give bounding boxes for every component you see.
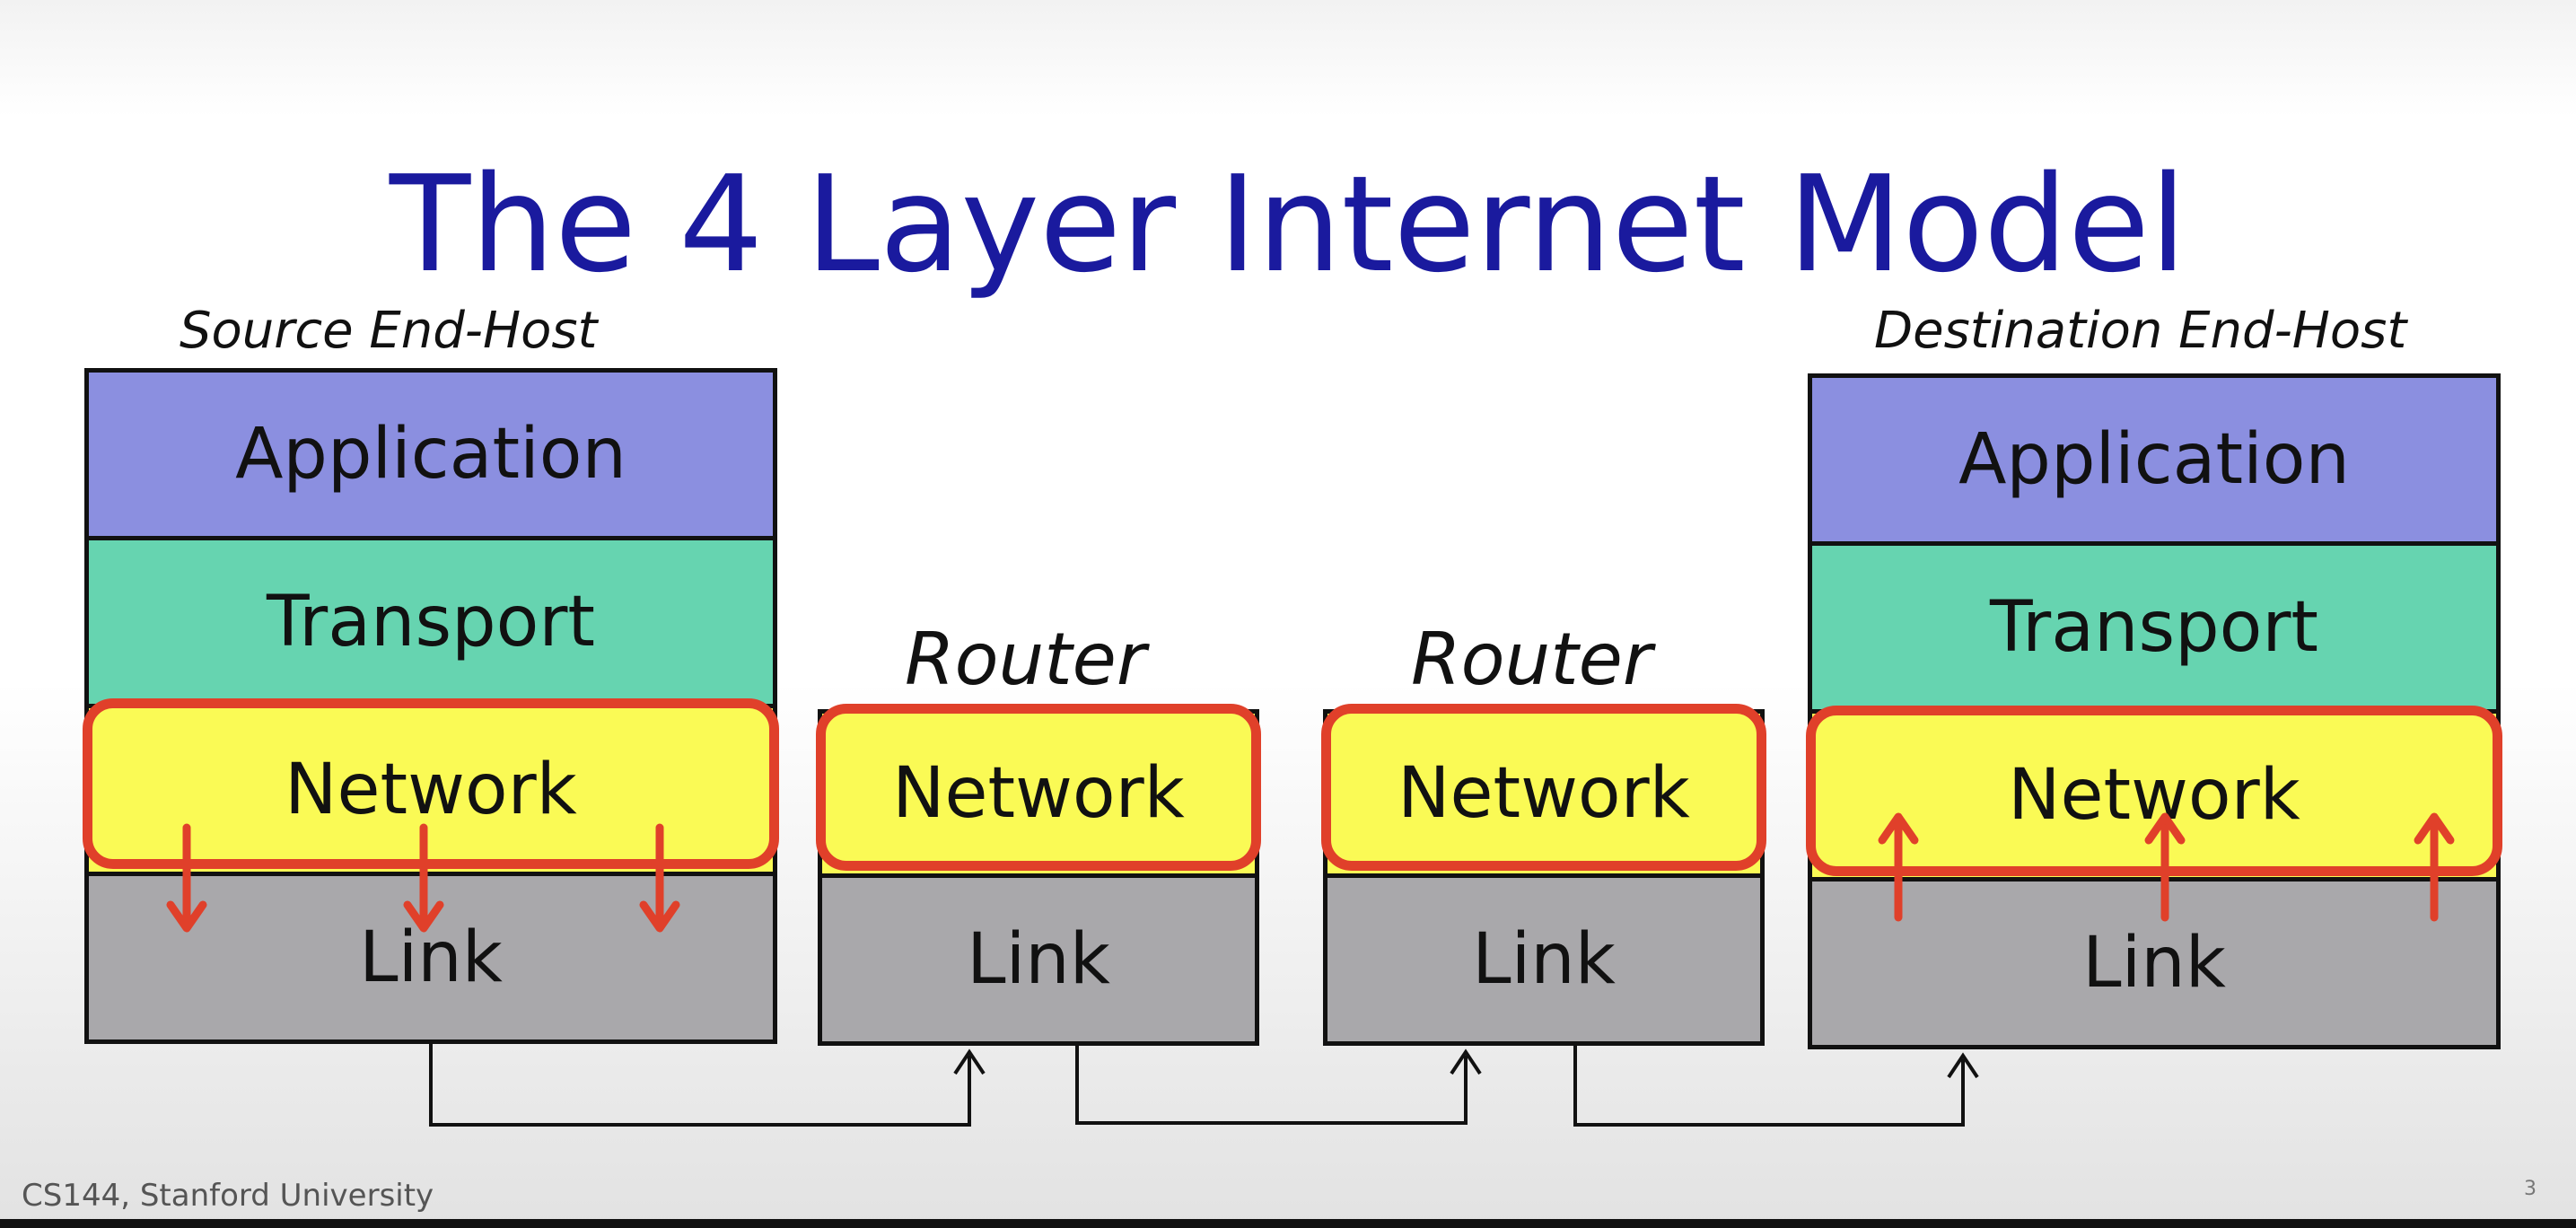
down-arrow-1: [166, 823, 207, 933]
link-connector-3: [1573, 1046, 1965, 1127]
link-connector-1: [429, 1044, 971, 1127]
link-connector-3-head: [1947, 1052, 1979, 1079]
router-1-network-highlight: [816, 704, 1261, 871]
page-number: 3: [2524, 1178, 2537, 1200]
destination-network-highlight: [1806, 706, 2502, 876]
router-1-label: Router: [905, 618, 1146, 701]
down-arrow-3: [639, 823, 680, 933]
link-connector-1-head: [953, 1048, 986, 1075]
up-arrow-1: [1878, 812, 1919, 922]
link-connector-2-head: [1450, 1048, 1482, 1075]
down-arrow-2: [403, 823, 444, 933]
source-network-highlight: [83, 698, 779, 869]
bottom-border: [0, 1219, 2576, 1228]
up-arrow-2: [2144, 812, 2186, 922]
router-1-network-layer: Network: [818, 709, 1259, 878]
router-2-network-highlight: [1321, 704, 1766, 871]
slide-title: The 4 Layer Internet Model: [389, 147, 2187, 302]
destination-link-layer: Link: [1808, 877, 2501, 1049]
router-2-network-layer: Network: [1323, 709, 1765, 878]
destination-application-layer: Application: [1808, 373, 2501, 546]
link-connector-2: [1075, 1046, 1468, 1125]
destination-host-label: Destination End-Host: [1874, 302, 2407, 360]
router-2-link-layer: Link: [1323, 873, 1765, 1046]
source-transport-layer: Transport: [84, 536, 777, 708]
router-1-link-layer: Link: [818, 873, 1259, 1046]
footer-credit: CS144, Stanford University: [22, 1178, 434, 1214]
up-arrow-3: [2414, 812, 2455, 922]
router-2-label: Router: [1411, 618, 1652, 701]
source-host-label: Source End-Host: [180, 302, 598, 360]
